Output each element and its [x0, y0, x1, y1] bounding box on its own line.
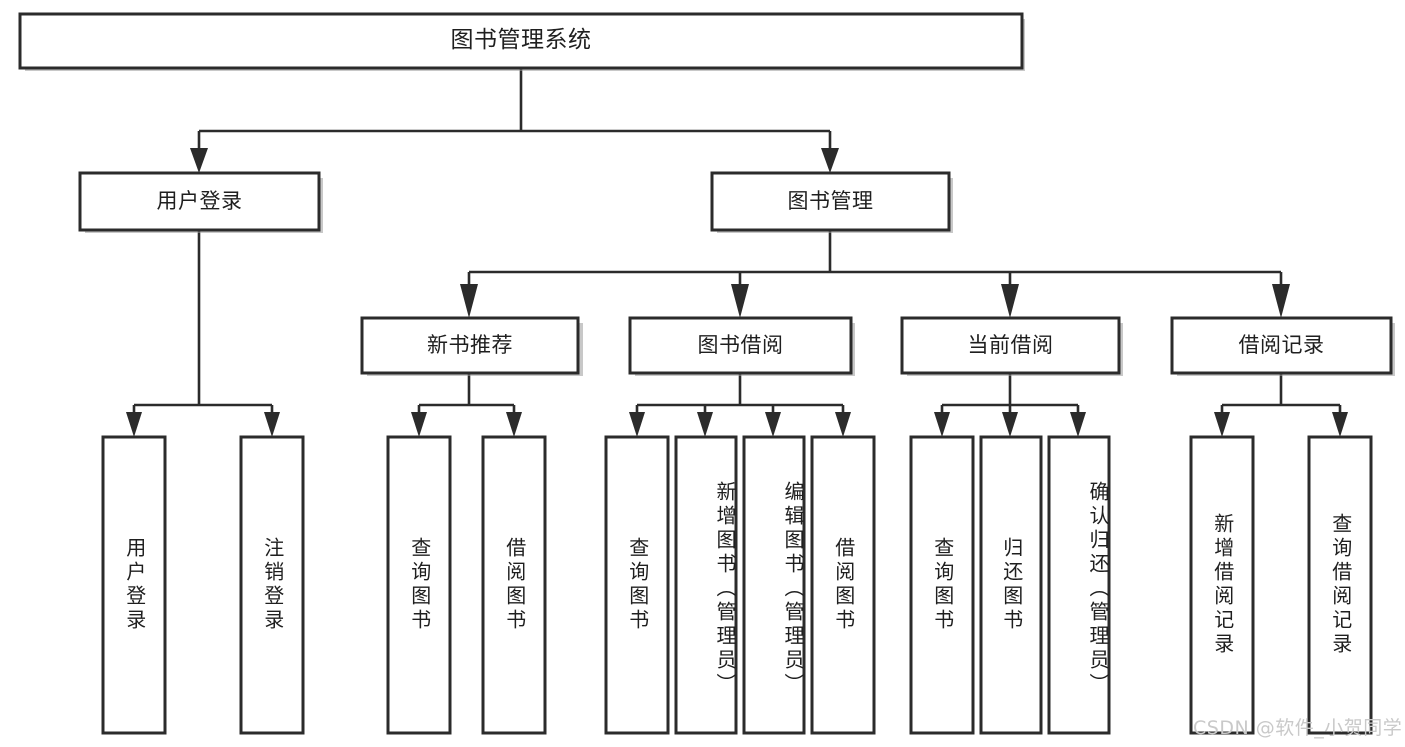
box-leaf-add-record[interactable]	[1189, 435, 1255, 735]
arrow-to-leaf-user-login	[126, 412, 142, 437]
arrow-to-leaf-query-book-2	[629, 412, 645, 437]
box-leaf-borrow-book-1[interactable]	[481, 435, 547, 735]
box-leaf-logout[interactable]	[239, 435, 305, 735]
arrow-to-borrow-record	[1272, 284, 1290, 318]
box-leaf-borrow-book-2[interactable]	[810, 435, 876, 735]
arrow-to-book-manage	[821, 148, 839, 173]
arrow-to-leaf-confirm-return	[1070, 412, 1086, 437]
arrow-to-book-borrow	[731, 284, 749, 318]
arrow-to-user-login	[190, 148, 208, 173]
connector-root-to-bus	[197, 68, 832, 155]
arrow-to-current-borrow	[1001, 284, 1019, 318]
connector-current-borrow-to-bus	[940, 373, 1080, 418]
box-leaf-confirm-return[interactable]	[1047, 435, 1111, 735]
box-leaf-query-book-3[interactable]	[909, 435, 975, 735]
box-current-borrow[interactable]	[900, 316, 1121, 375]
box-leaf-user-login[interactable]	[101, 435, 167, 735]
box-borrow-record[interactable]	[1170, 316, 1393, 375]
box-leaf-query-record[interactable]	[1307, 435, 1373, 735]
box-book-manage[interactable]	[710, 171, 951, 232]
connector-book-manage-to-bus	[467, 230, 1283, 290]
arrow-to-leaf-return-book	[1002, 412, 1018, 437]
arrow-to-leaf-query-book-3	[934, 412, 950, 437]
box-root[interactable]	[18, 12, 1024, 70]
box-leaf-add-book[interactable]	[674, 435, 738, 735]
box-user-login[interactable]	[78, 171, 321, 232]
arrow-to-leaf-query-record	[1332, 412, 1348, 437]
arrow-to-leaf-borrow-book-2	[835, 412, 851, 437]
connector-new-book-rec-to-bus	[417, 373, 516, 418]
arrow-to-leaf-edit-book	[765, 412, 781, 437]
box-leaf-edit-book[interactable]	[742, 435, 806, 735]
box-leaf-query-book-2[interactable]	[604, 435, 670, 735]
arrow-to-leaf-add-book	[697, 412, 713, 437]
connector-layer	[126, 68, 1348, 437]
connector-user-login-to-bus	[132, 230, 274, 418]
arrow-to-leaf-add-record	[1214, 412, 1230, 437]
arrow-to-leaf-borrow-book-1	[506, 412, 522, 437]
arrow-to-leaf-query-book-1	[411, 412, 427, 437]
connector-borrow-record-to-bus	[1220, 373, 1342, 418]
box-leaf-query-book-1[interactable]	[386, 435, 452, 735]
connector-book-borrow-to-bus	[635, 373, 845, 418]
box-layer	[18, 12, 1393, 735]
csdn-watermark: CSDN @软件_小贺同学	[1193, 717, 1403, 739]
arrow-to-new-book-rec	[460, 284, 478, 318]
box-leaf-return-book[interactable]	[979, 435, 1043, 735]
arrow-to-leaf-logout	[264, 412, 280, 437]
box-new-book-rec[interactable]	[360, 316, 580, 375]
box-book-borrow[interactable]	[628, 316, 853, 375]
